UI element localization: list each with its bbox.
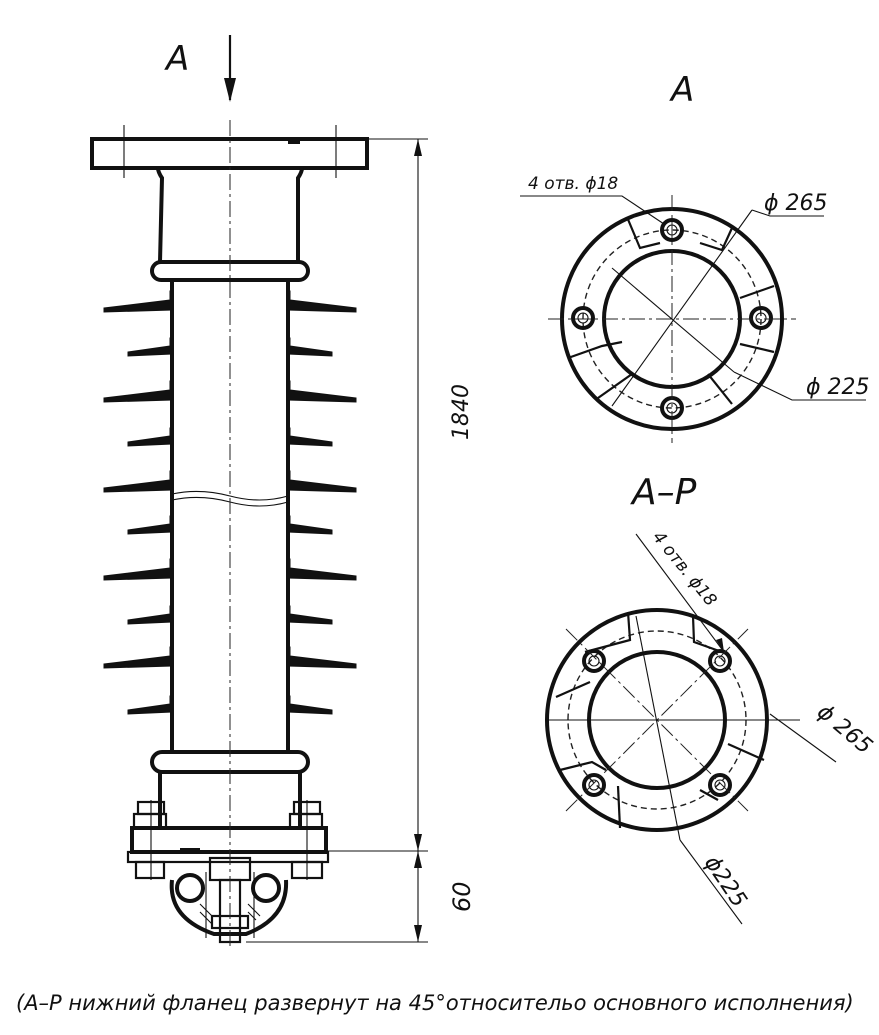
upper-fitting bbox=[156, 167, 304, 263]
view-ar-holes-leader bbox=[635, 533, 725, 653]
height-dimensions: 1840 60 bbox=[246, 138, 476, 943]
view-a-outer-diameter-label: ϕ 265 bbox=[764, 191, 828, 216]
view-ar-title: А–Р bbox=[630, 472, 697, 513]
view-arrow-head bbox=[224, 78, 236, 102]
view-ar-outer-diameter-label: ϕ 265 bbox=[812, 699, 877, 759]
view-ar-hole-bottom-right bbox=[708, 773, 732, 797]
view-ar-flange: А–Р 4 отв. ϕ18 ϕ 265 ϕ225 bbox=[545, 472, 877, 925]
view-a-flange: А 4 отв. ϕ18 ϕ 265 ϕ 225 bbox=[520, 70, 870, 443]
view-a-holes-leader bbox=[520, 195, 665, 225]
bottom-dimension-label: 60 bbox=[448, 881, 476, 912]
view-ar-inner-diameter-label: ϕ225 bbox=[699, 851, 751, 912]
view-a-title: А bbox=[669, 70, 694, 110]
view-a-hole-top bbox=[660, 218, 684, 242]
view-ar-hole-bottom-left bbox=[582, 773, 606, 797]
view-ar-hole-top-right bbox=[708, 649, 732, 673]
view-a-bolt-circle bbox=[582, 229, 762, 409]
view-a-hole-left bbox=[571, 306, 595, 330]
insulator-side-view: А bbox=[90, 35, 476, 950]
view-a-holes-note: 4 отв. ϕ18 bbox=[528, 174, 618, 194]
view-a-inner-diameter-label: ϕ 225 bbox=[806, 375, 870, 400]
height-dimension-label: 1840 bbox=[449, 384, 474, 440]
insulator-sheds bbox=[103, 290, 357, 715]
view-ar-hole-top-left bbox=[582, 649, 606, 673]
view-marker-label: А bbox=[164, 39, 189, 79]
drawing-caption: (А–Р нижний фланец развернут на 45°относ… bbox=[16, 991, 854, 1015]
view-a-hole-right bbox=[749, 306, 773, 330]
